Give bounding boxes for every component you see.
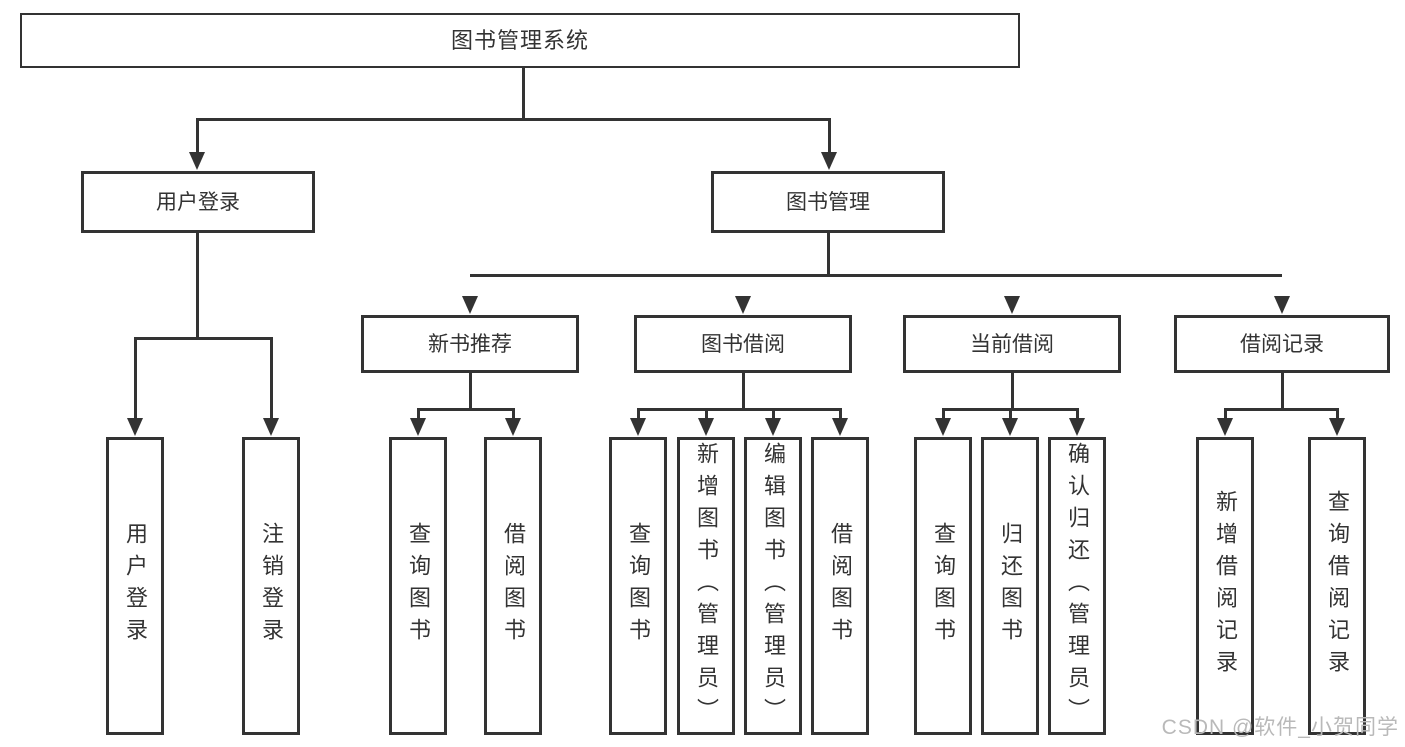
connector-line [1076, 408, 1079, 420]
node-user-login: 用户登录 [81, 171, 315, 233]
node-book-borrowing: 图书借阅 [634, 315, 852, 373]
leaf-confirm-return-admin: 确认归还（管理员） [1048, 437, 1106, 735]
connector-line [839, 408, 842, 420]
leaf-edit-book-admin: 编辑图书（管理员） [744, 437, 802, 735]
connector-line [1224, 408, 1227, 420]
arrowhead-down-icon [1002, 418, 1018, 436]
arrowhead-down-icon [462, 296, 478, 314]
node-library-management-system: 图书管理系统 [20, 13, 1020, 68]
leaf-query-book: 查询图书 [389, 437, 447, 735]
connector-line [1225, 408, 1337, 411]
leaf-add-book-admin: 新增图书（管理员） [677, 437, 735, 735]
connector-line [828, 118, 831, 154]
leaf-query-book: 查询图书 [914, 437, 972, 735]
leaf-user-login: 用户登录 [106, 437, 164, 735]
connector-line [943, 408, 1077, 411]
connector-line [469, 373, 472, 408]
connector-line [1011, 373, 1014, 408]
arrowhead-down-icon [630, 418, 646, 436]
leaf-borrow-book: 借阅图书 [484, 437, 542, 735]
arrowhead-down-icon [1069, 418, 1085, 436]
watermark: CSDN @软件_小贺同学 [1161, 716, 1399, 739]
arrowhead-down-icon [189, 152, 205, 170]
arrowhead-down-icon [1004, 296, 1020, 314]
arrowhead-down-icon [821, 152, 837, 170]
arrowhead-down-icon [263, 418, 279, 436]
arrowhead-down-icon [505, 418, 521, 436]
connector-line [417, 408, 420, 420]
arrowhead-down-icon [832, 418, 848, 436]
arrowhead-down-icon [735, 296, 751, 314]
connector-line [418, 408, 513, 411]
connector-line [196, 233, 199, 337]
leaf-logout: 注销登录 [242, 437, 300, 735]
leaf-query-book: 查询图书 [609, 437, 667, 735]
arrowhead-down-icon [1217, 418, 1233, 436]
node-current-borrowing: 当前借阅 [903, 315, 1121, 373]
connector-line [1009, 408, 1012, 420]
connector-line [705, 408, 708, 420]
node-book-management: 图书管理 [711, 171, 945, 233]
connector-line [638, 408, 840, 411]
connector-line [522, 68, 525, 118]
arrowhead-down-icon [1329, 418, 1345, 436]
connector-line [942, 408, 945, 420]
arrowhead-down-icon [127, 418, 143, 436]
node-new-book-recommendation: 新书推荐 [361, 315, 579, 373]
arrowhead-down-icon [1274, 296, 1290, 314]
connector-line [772, 408, 775, 420]
arrowhead-down-icon [935, 418, 951, 436]
connector-line [827, 233, 830, 274]
connector-line [197, 118, 829, 121]
connector-line [470, 274, 1282, 277]
connector-line [1336, 408, 1339, 420]
connector-line [134, 337, 137, 420]
arrowhead-down-icon [698, 418, 714, 436]
connector-line [196, 118, 199, 154]
leaf-return-book: 归还图书 [981, 437, 1039, 735]
leaf-borrow-book: 借阅图书 [811, 437, 869, 735]
arrowhead-down-icon [410, 418, 426, 436]
connector-line [637, 408, 640, 420]
connector-line [1281, 373, 1284, 408]
leaf-add-borrow-record: 新增借阅记录 [1196, 437, 1254, 735]
leaf-query-borrow-record: 查询借阅记录 [1308, 437, 1366, 735]
arrowhead-down-icon [765, 418, 781, 436]
connector-line [134, 337, 271, 340]
connector-line [512, 408, 515, 420]
connector-line [742, 373, 745, 408]
connector-line [270, 337, 273, 420]
node-borrowing-records: 借阅记录 [1174, 315, 1390, 373]
